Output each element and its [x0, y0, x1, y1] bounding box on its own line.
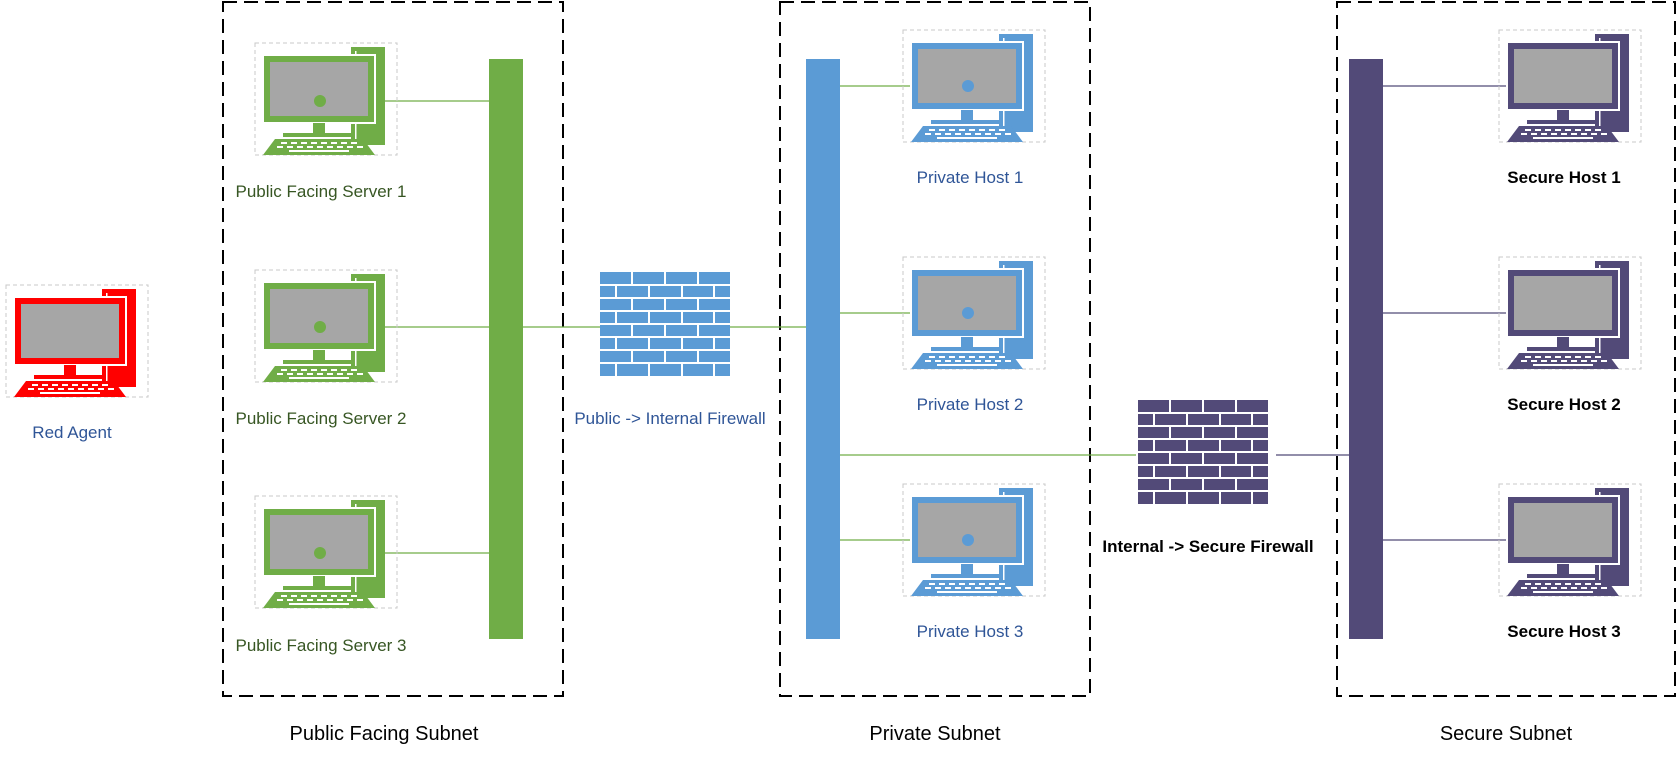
secure-host-3-computer-icon [1498, 483, 1642, 597]
private-subnet-box [779, 1, 1091, 697]
red-agent-label: Red Agent [32, 423, 112, 442]
red-agent-computer-icon [5, 284, 149, 398]
private-host-1-port [962, 80, 974, 92]
internal-secure-firewall-label: Internal -> Secure Firewall [1102, 537, 1313, 556]
secure-links [1276, 85, 1510, 541]
public-subnet-switch [489, 59, 523, 639]
internal-secure-firewall-brick-wall-icon [1137, 399, 1269, 505]
public-server-1-port [314, 95, 326, 107]
private-host-2-port [962, 307, 974, 319]
secure-host-2-computer-icon [1498, 256, 1642, 370]
public-subnet-box [222, 1, 564, 697]
secure-host-1-computer-icon [1498, 29, 1642, 143]
private-subnet-switch [806, 59, 840, 639]
public-subnet-label: Public Facing Subnet [289, 723, 478, 745]
public-server-1-computer-icon [254, 42, 398, 156]
public-server-3-label: Public Facing Server 3 [235, 636, 406, 655]
public-internal-firewall-brick-wall-icon [599, 271, 731, 377]
public-server-2-port [314, 321, 326, 333]
private-host-1-label: Private Host 1 [917, 168, 1024, 187]
secure-host-3-label: Secure Host 3 [1507, 622, 1620, 641]
secure-subnet-switch [1349, 59, 1383, 639]
public-server-3-port [314, 547, 326, 559]
public-server-2-computer-icon [254, 269, 398, 383]
private-host-2-label: Private Host 2 [917, 395, 1024, 414]
secure-subnet-label: Secure Subnet [1440, 723, 1573, 745]
secure-host-1-label: Secure Host 1 [1507, 168, 1620, 187]
private-subnet-label: Private Subnet [869, 723, 1001, 745]
private-host-3-label: Private Host 3 [917, 622, 1024, 641]
public-server-1-label: Public Facing Server 1 [235, 182, 406, 201]
public-server-2-label: Public Facing Server 2 [235, 409, 406, 428]
public-server-3-computer-icon [254, 495, 398, 609]
secure-host-2-label: Secure Host 2 [1507, 395, 1620, 414]
private-host-3-port [962, 534, 974, 546]
secure-subnet-box [1336, 1, 1676, 697]
public-internal-firewall-label: Public -> Internal Firewall [574, 409, 765, 428]
